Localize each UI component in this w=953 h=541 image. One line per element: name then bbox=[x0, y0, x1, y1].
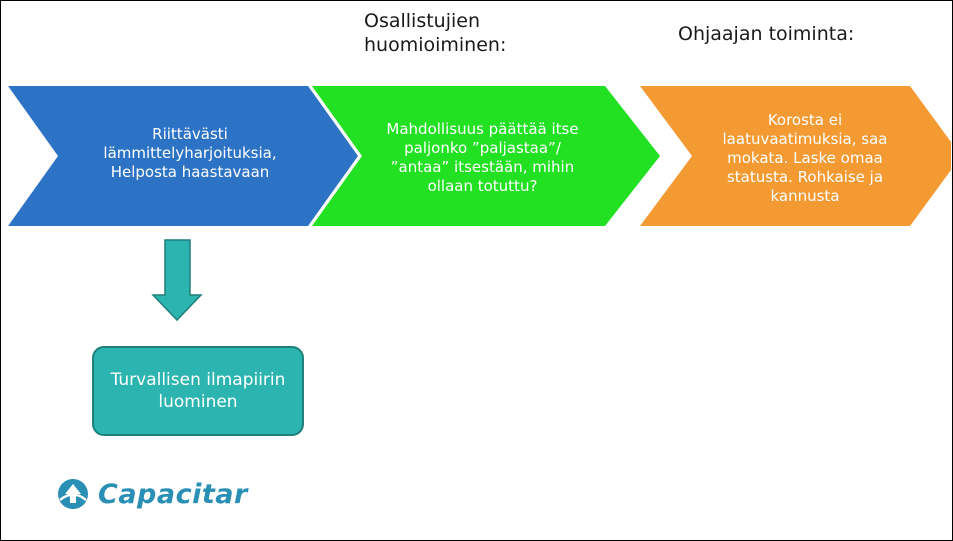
chevron-2-text: Mahdollisuus päättää itse paljonko ”palj… bbox=[386, 120, 579, 195]
down-arrow bbox=[151, 239, 203, 322]
chevron-3-text: Korosta ei laatuvaatimuksia, saa mokata.… bbox=[722, 110, 888, 205]
header-instructor: Ohjaajan toiminta: bbox=[678, 23, 855, 45]
chevron-1-text: Riittävästi lämmittelyharjoituksia, Help… bbox=[103, 124, 277, 181]
chevron-1 bbox=[8, 86, 358, 226]
chevron-2 bbox=[312, 86, 660, 226]
header-participants: Osallistujien huomioiminen: bbox=[364, 10, 507, 56]
capacitar-logo-text: Capacitar bbox=[98, 478, 248, 510]
safe-atmosphere-box: Turvallisen ilmapiirin luominen bbox=[92, 346, 304, 436]
chevron-3 bbox=[640, 86, 951, 226]
capacitar-logo: Capacitar bbox=[56, 474, 248, 514]
capacitar-logo-icon bbox=[58, 479, 88, 509]
